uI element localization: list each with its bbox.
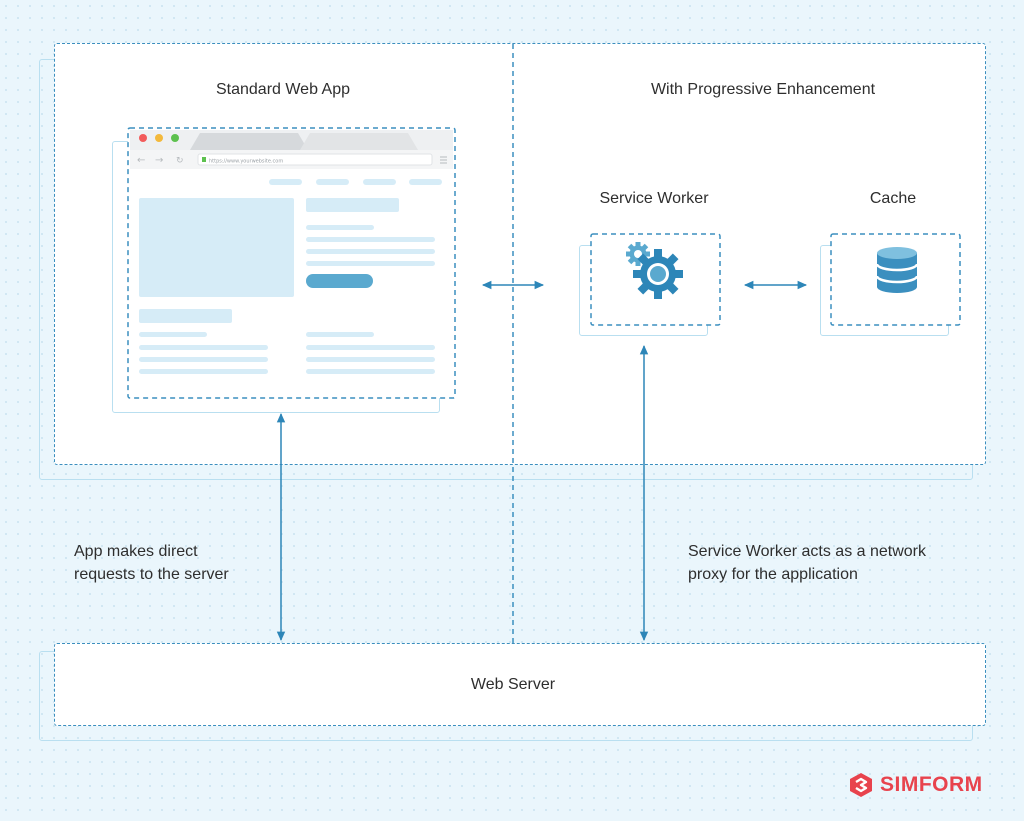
left-note-line-1: App makes direct [74, 543, 198, 560]
web-server-box [54, 643, 986, 726]
browser-window: ← → ↻ https://www.yourwebsite.com [127, 127, 456, 399]
web-server-label: Web Server [470, 676, 556, 693]
window-close-dot [139, 134, 147, 142]
address-bar [197, 153, 433, 166]
window-minimize-dot [155, 134, 163, 142]
simform-brand: SIMFORM [848, 772, 983, 798]
simform-wordmark: SIMFORM [880, 773, 983, 796]
hero-image-placeholder [139, 198, 294, 297]
back-arrow-icon: ← [137, 155, 145, 166]
reload-icon: ↻ [176, 156, 184, 166]
right-note-line-2: proxy for the application [688, 566, 858, 583]
cta-button-placeholder [306, 274, 373, 288]
lock-icon [202, 157, 206, 162]
right-note: Service Worker acts as a network proxy f… [688, 540, 926, 586]
menu-icon [440, 156, 447, 164]
address-url: https://www.yourwebsite.com [209, 159, 283, 165]
left-note-line-2: requests to the server [74, 566, 229, 583]
left-note: App makes direct requests to the server [74, 540, 229, 586]
database-icon [875, 247, 919, 293]
service-worker-title: Service Worker [599, 190, 709, 207]
right-panel-title: With Progressive Enhancement [650, 81, 876, 98]
window-maximize-dot [171, 134, 179, 142]
right-note-line-1: Service Worker acts as a network [688, 543, 927, 560]
left-panel-title: Standard Web App [215, 81, 351, 98]
gear-icon [626, 242, 683, 299]
forward-arrow-icon: → [155, 155, 163, 166]
cache-title: Cache [869, 190, 917, 207]
simform-logo-icon [850, 773, 872, 797]
